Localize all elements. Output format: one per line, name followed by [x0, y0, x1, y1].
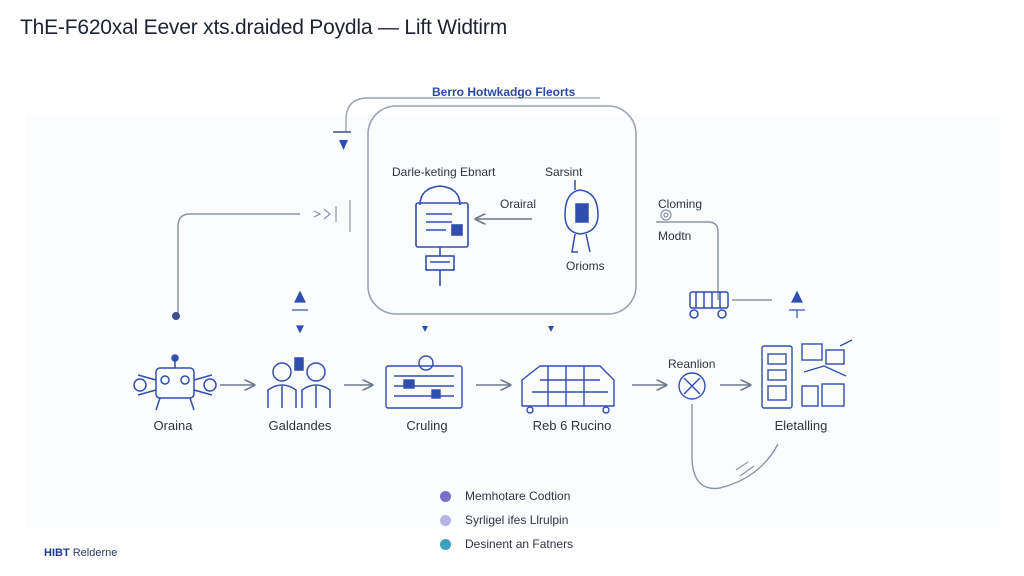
document-icon — [415, 185, 469, 286]
side-label-line-2: Modtn — [658, 229, 692, 243]
diagram-panel — [26, 115, 1000, 527]
up-marker-icon — [292, 290, 308, 334]
down-marker-icon — [422, 326, 428, 332]
central-box-left-caption: Darle-keting Ebnart — [392, 165, 496, 179]
stage-label: Reb 6 Rucino — [532, 418, 612, 433]
connector-dot — [172, 312, 180, 320]
robot-icon — [133, 354, 217, 411]
footer: HIBT Relderne — [44, 547, 117, 559]
legend-dot — [440, 514, 451, 526]
gear-icon — [660, 209, 672, 221]
central-box-right-caption: Sarsint — [545, 165, 583, 179]
up-marker-icon — [789, 290, 805, 318]
central-box — [367, 105, 637, 315]
storage-icon — [761, 339, 853, 409]
left-connector — [177, 213, 300, 316]
feedback-loop — [691, 404, 779, 490]
legend-dot — [440, 490, 451, 502]
right-connector — [656, 221, 719, 300]
stage-label: Eletalling — [774, 418, 828, 433]
vehicle-icon — [689, 291, 729, 319]
legend: Memhotare Codtion Syrligel ifes Llrulpin… — [440, 484, 573, 556]
legend-label: Memhotare Codtion — [465, 489, 571, 503]
central-box-arrow-label: Orairal — [500, 197, 537, 211]
central-box-bottom-label: Orioms — [566, 259, 605, 273]
legend-item: Desinent an Fatners — [440, 532, 573, 556]
machine-icon — [521, 365, 615, 414]
legend-dot — [440, 538, 451, 550]
footer-text: Relderne — [72, 547, 118, 559]
control-panel-icon — [385, 355, 463, 409]
footer-brand: HIBT — [44, 547, 70, 559]
legend-label: Syrligel ifes Llrulpin — [465, 513, 569, 527]
signal-icon — [313, 200, 351, 232]
legend-label: Desinent an Fatners — [465, 537, 574, 551]
down-marker-icon — [548, 326, 554, 332]
box-connector — [345, 97, 434, 132]
stage-label: Galdandes — [268, 418, 332, 433]
stage-label: Cruling — [406, 418, 448, 433]
central-box-title: Berro Hotwkadgo Fleorts — [432, 85, 576, 99]
compass-icon — [678, 372, 706, 400]
page-title: ThE-F620xal Eever xts.draided Poydla — L… — [20, 16, 507, 39]
legend-item: Syrligel ifes Llrulpin — [440, 508, 573, 532]
person-icon — [564, 180, 599, 253]
legend-item: Memhotare Codtion — [440, 484, 573, 508]
people-icon — [267, 357, 331, 408]
side-label-line-1: Cloming — [658, 197, 703, 211]
feedback-arrow-icon — [735, 461, 755, 477]
stage-label: Oraina — [153, 418, 193, 433]
flow-marker-icon — [333, 131, 351, 150]
node-label: Reanlion — [668, 357, 716, 371]
